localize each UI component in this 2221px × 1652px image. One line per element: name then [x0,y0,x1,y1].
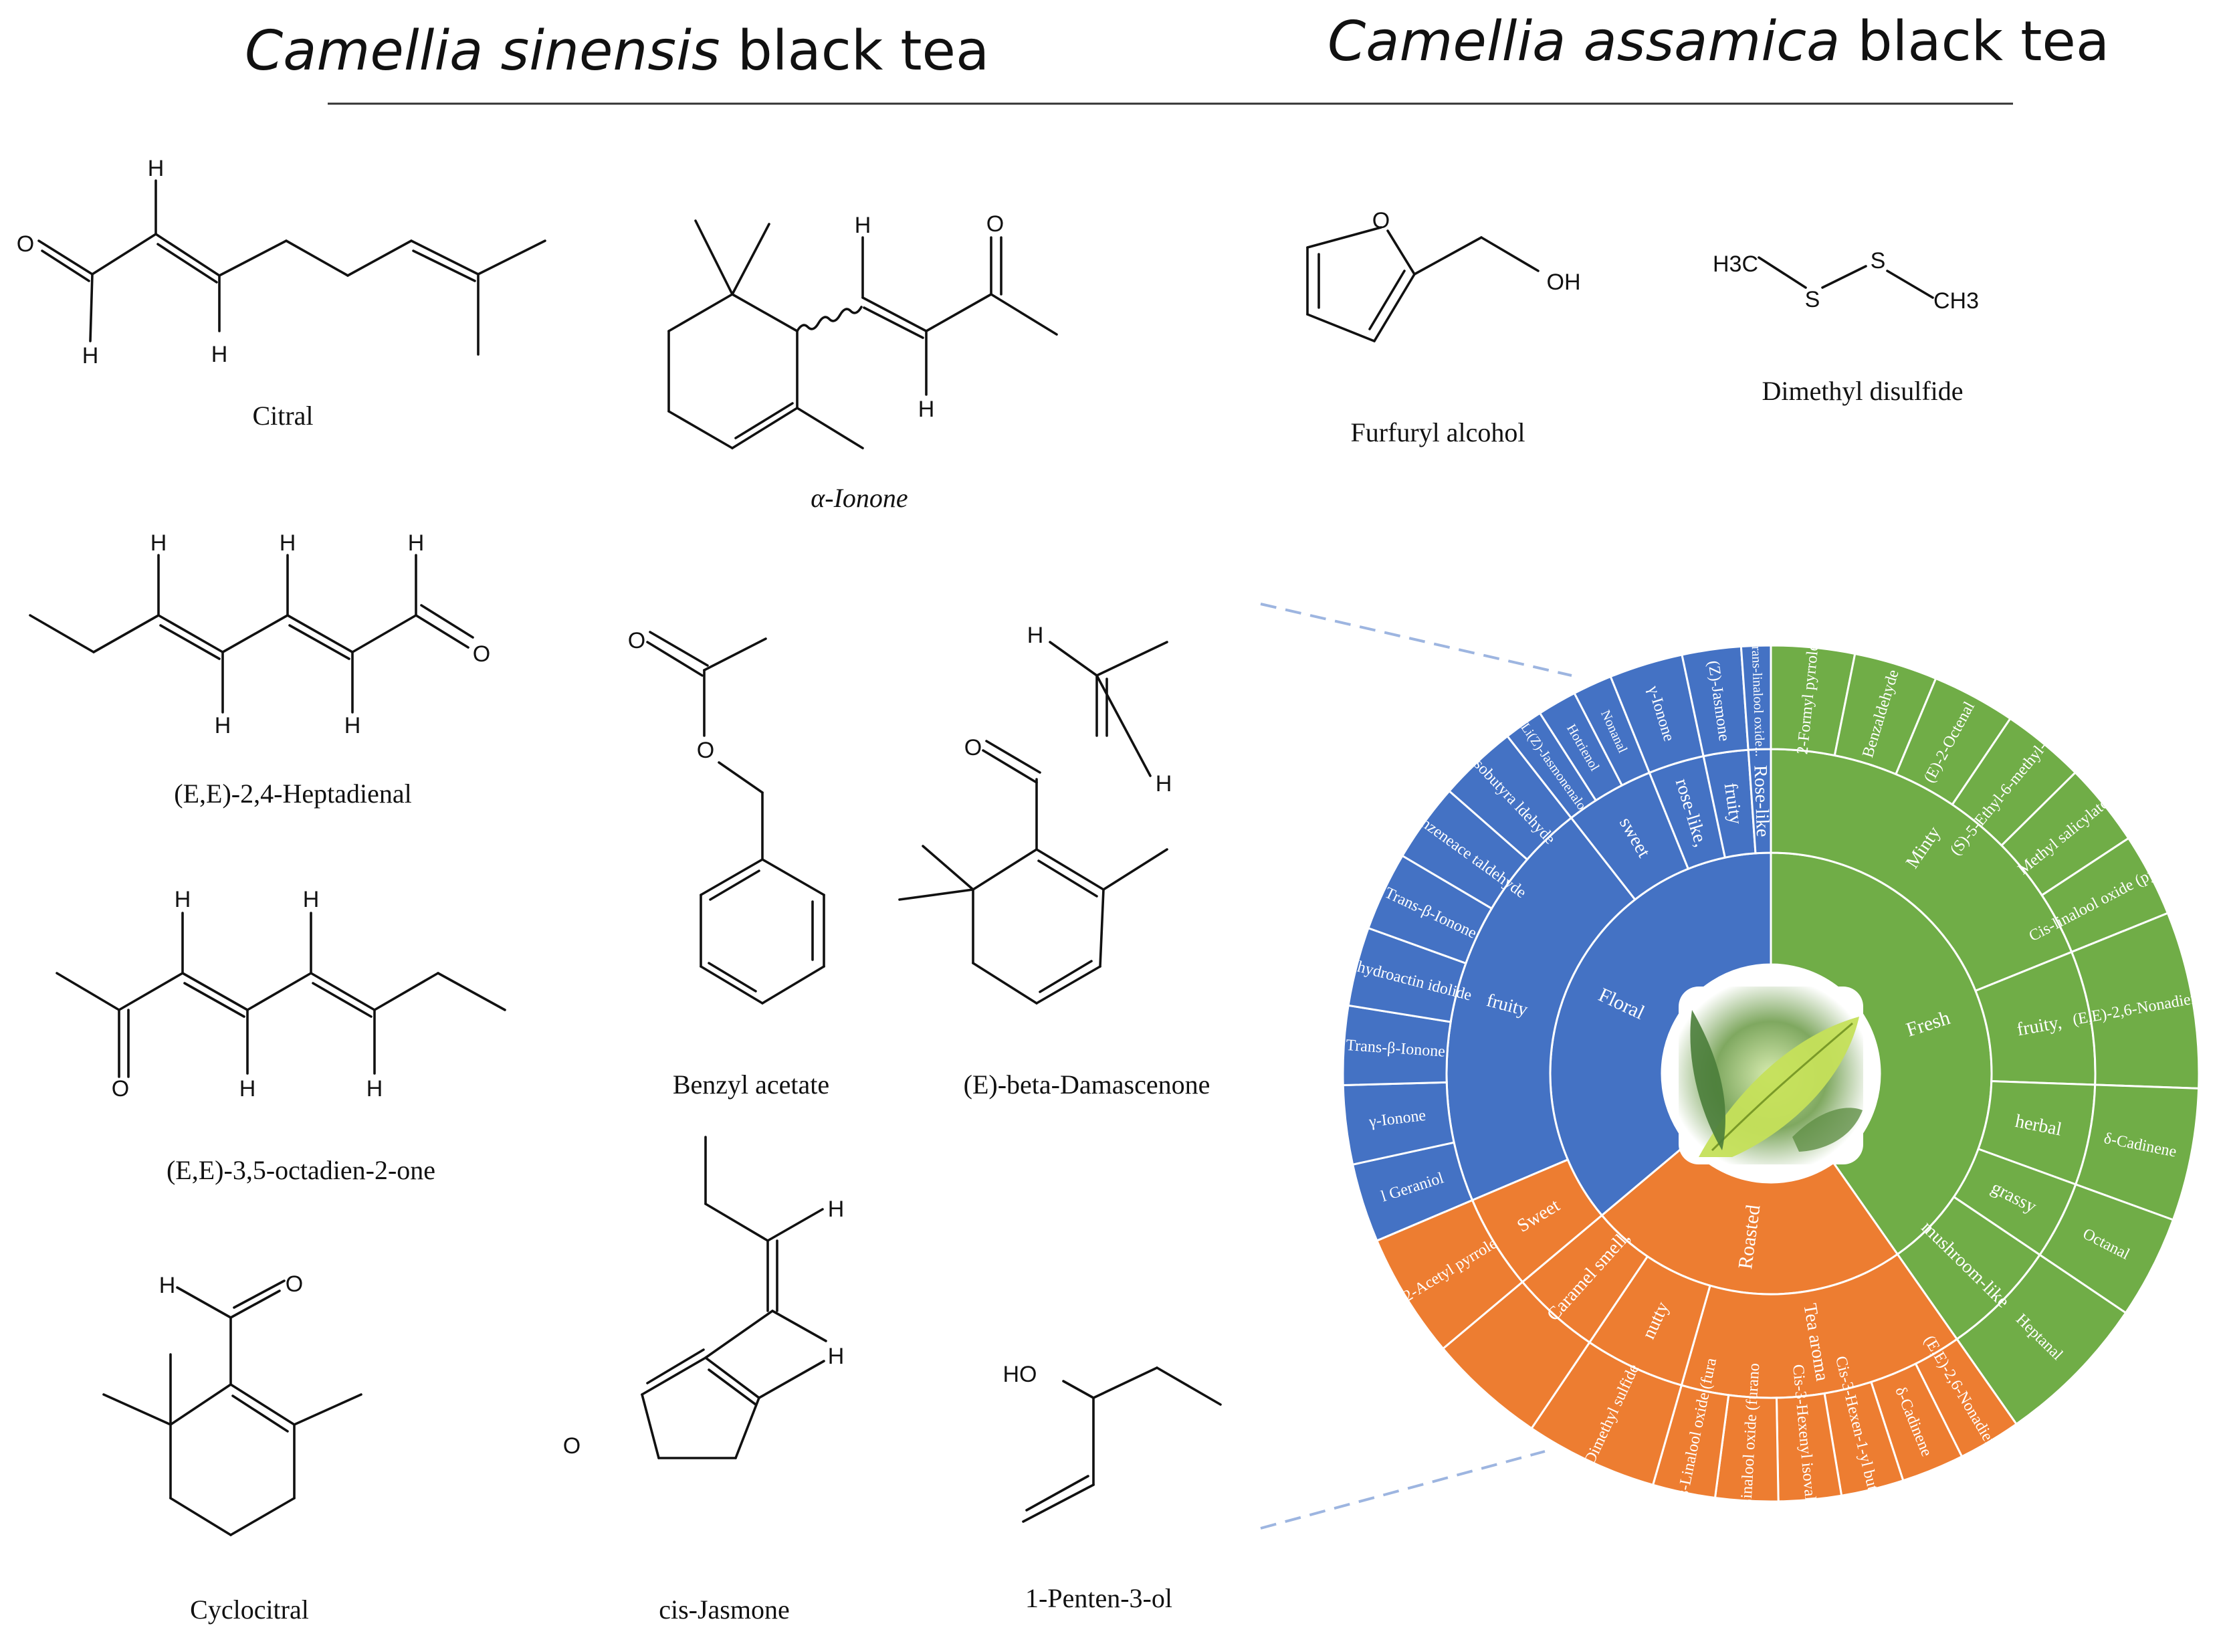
cyclocitral-structure: H O [102,1271,362,1536]
furfuryl-atom-o: O [1372,208,1390,233]
header-right-suffix: black tea [1840,10,2109,74]
pentenol-structure: HO [1003,1362,1222,1523]
dmds-atom-s2: S [1871,248,1886,274]
damascenone-atom-o: O [964,735,982,760]
heptadienal-atom-h1: H [150,530,167,556]
heptadienal-structure: H H H H H O [29,530,490,738]
jasmone-atom-h1: H [828,1197,845,1222]
header-right-species: Camellia assamica [1328,10,1840,74]
octadienone-atom-h2: H [303,887,320,912]
citral-atom-o: O [17,231,34,257]
header-left-suffix: black tea [720,19,990,83]
header-left-species: Camellia sinensis [245,19,720,83]
caption-cis-jasmone: cis-Jasmone [659,1594,790,1625]
caption-heptadienal: (E,E)-2,4-Heptadienal [174,779,411,809]
octadienone-atom-h1: H [175,887,191,912]
dmds-atom-h3c: H3C [1713,251,1758,277]
heptadienal-atom-h3: H [408,530,425,556]
dimethyl-disulfide-structure: H3C S S CH3 [1713,248,1979,314]
header-left: Camellia sinensis black tea [245,19,989,83]
heptadienal-atom-h2: H [280,530,296,556]
ionone-atom-o: O [986,211,1004,237]
dmds-atom-ch3: CH3 [1933,288,1979,314]
heptadienal-atom-o: O [473,641,490,667]
citral-structure: O H H H [17,156,546,369]
caption-benzyl-acetate: Benzyl acetate [673,1069,829,1100]
tea-leaf-photo [1664,966,1878,1180]
ring2-label-floral-rose-like-4: Rose-like [1750,765,1773,837]
furfuryl-atom-oh: OH [1547,270,1581,295]
jasmone-atom-o: O [563,1433,580,1459]
cyclocitral-atom-h: H [159,1273,176,1298]
caption-damascenone: (E)-beta-Damascenone [964,1069,1210,1100]
dmds-atom-s1: S [1805,287,1820,312]
caption-pentenol: 1-Penten-3-ol [1025,1583,1172,1613]
ring3-roasted-sweet-3-0 [1375,1199,1524,1350]
alpha-ionone-structure: H O H [667,211,1058,449]
furfuryl-alcohol-structure: O OH [1306,208,1581,342]
damascenone-atom-h1: H [1027,623,1044,648]
citral-atom-h1: H [82,343,99,369]
connector-bottom [1260,1450,1546,1530]
damascenone-structure: H O H [898,623,1172,1005]
octadienone-atom-o: O [112,1076,129,1102]
benzyl-atom-o1: O [628,628,645,653]
caption-furfuryl-alcohol: Furfuryl alcohol [1350,417,1525,447]
heptadienal-atom-h5: H [344,713,361,738]
caption-alpha-ionone: α-Ionone [811,483,908,513]
damascenone-atom-h2: H [1156,771,1172,797]
citral-atom-h2: H [148,156,165,181]
ionone-atom-h2: H [918,397,935,422]
cyclocitral-atom-o: O [286,1271,303,1297]
caption-dimethyl-disulfide: Dimethyl disulfide [1762,376,1963,406]
caption-cyclocitral: Cyclocitral [190,1594,309,1625]
jasmone-atom-h2: H [828,1344,845,1369]
octadienone-atom-h3: H [239,1076,256,1102]
benzyl-atom-o2: O [697,738,714,763]
ionone-atom-h1: H [855,213,871,238]
caption-citral: Citral [252,401,313,431]
citral-atom-h3: H [211,342,228,367]
pentenol-atom-ho: HO [1003,1362,1037,1387]
caption-octadienone: (E,E)-3,5-octadien-2-one [167,1155,435,1185]
connector-top [1260,603,1572,677]
heptadienal-atom-h4: H [215,713,231,738]
octadienone-atom-h4: H [366,1076,383,1102]
header-right: Camellia assamica black tea [1328,10,2109,74]
octadienone-structure: H H O H H [56,887,506,1102]
benzyl-acetate-structure: O O [628,628,825,1005]
cis-jasmone-structure: H H O [563,1136,845,1459]
